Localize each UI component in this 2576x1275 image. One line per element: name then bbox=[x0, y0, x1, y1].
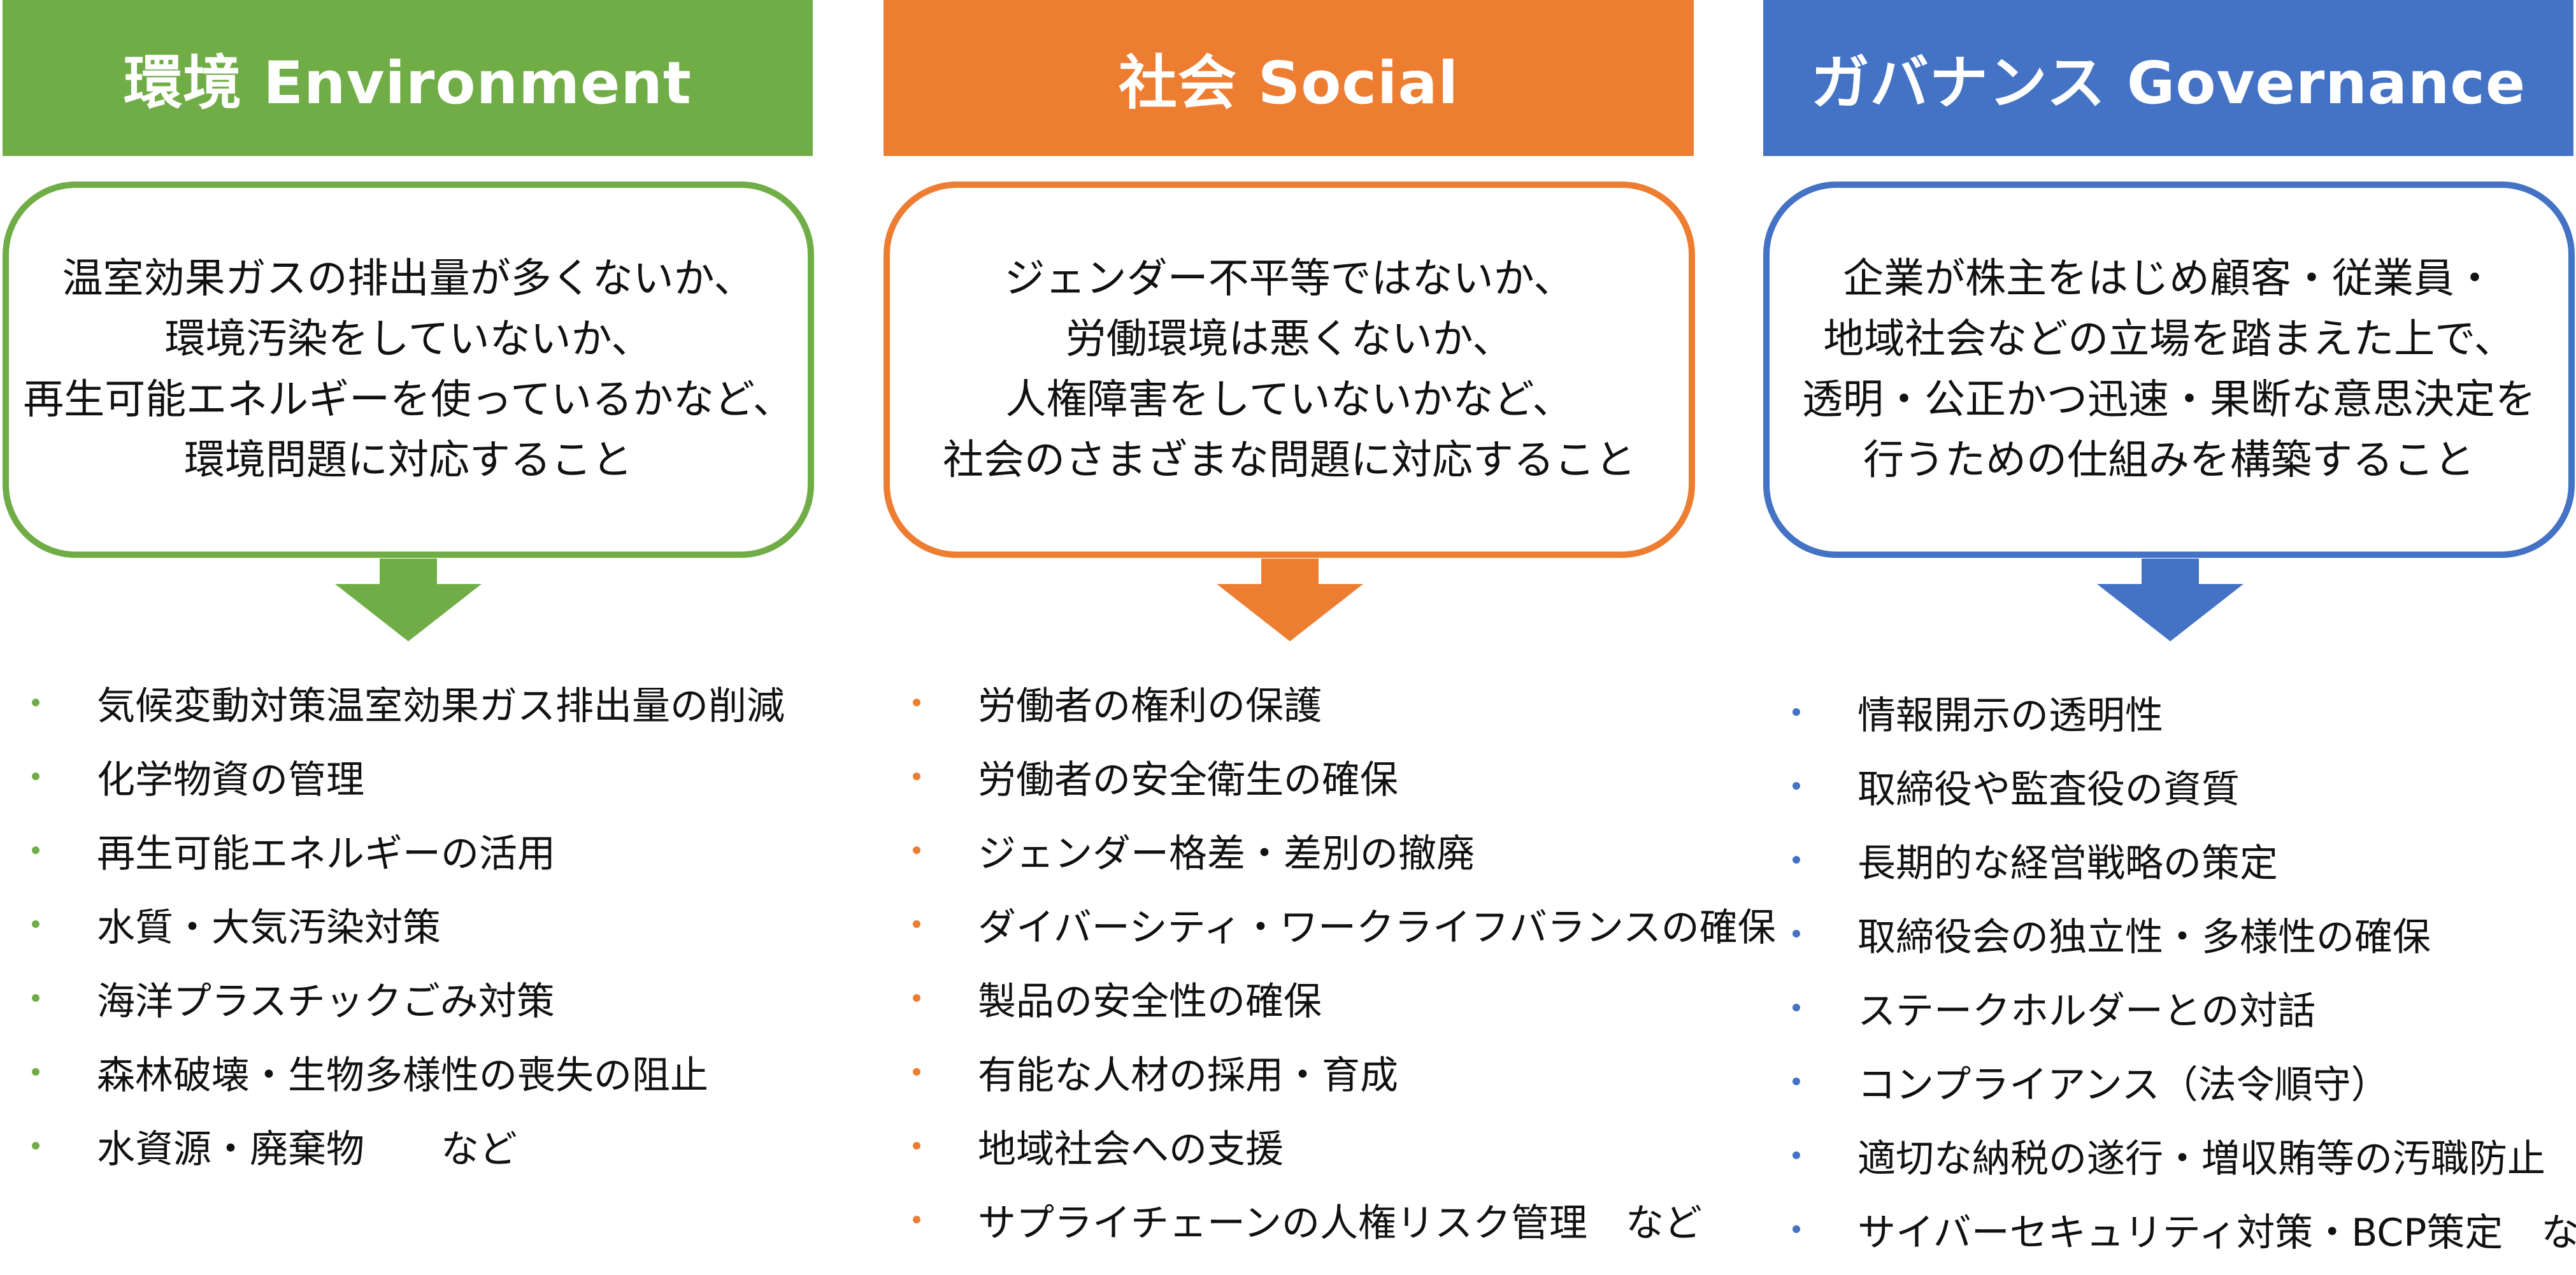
bullet-icon bbox=[1792, 1078, 1800, 1085]
box-line: 労働環境は悪くないか、 bbox=[1065, 315, 1513, 363]
list-item: 取締役や監査役の資質 bbox=[1792, 749, 2576, 823]
box-line: 環境問題に対応すること bbox=[184, 436, 633, 484]
list-item: 水資源・廃棄物 など bbox=[32, 1109, 785, 1183]
environment-header: 環境 Environment bbox=[3, 0, 813, 156]
list-item: 有能な人材の採用・育成 bbox=[913, 1035, 1776, 1109]
list-item: 気候変動対策温室効果ガス排出量の削減 bbox=[32, 666, 785, 739]
list-item: 長期的な経営戦略の策定 bbox=[1792, 823, 2576, 897]
box-line: 人権障害をしていないかなど、 bbox=[1005, 376, 1573, 424]
bullet-icon bbox=[913, 1068, 920, 1076]
arrow-shape bbox=[2097, 559, 2243, 641]
environment-item-list: 気候変動対策温室効果ガス排出量の削減 化学物資の管理 再生可能エネルギーの活用 … bbox=[32, 666, 785, 1183]
list-item-text: 再生可能エネルギーの活用 bbox=[97, 831, 555, 876]
list-item: 化学物資の管理 bbox=[32, 739, 785, 813]
list-item: 森林破壊・生物多様性の喪失の阻止 bbox=[32, 1035, 785, 1109]
list-item: ステークホルダーとの対話 bbox=[1792, 971, 2576, 1044]
list-item: ダイバーシティ・ワークライフバランスの確保 bbox=[913, 887, 1776, 961]
bullet-icon bbox=[32, 699, 39, 706]
box-line: 企業が株主をはじめ顧客・従業員・ bbox=[1843, 255, 2495, 303]
social-column: 社会 Social ジェンダー不平等ではないか、 労働環境は悪くないか、 人権障… bbox=[881, 0, 1776, 1275]
bullet-icon bbox=[913, 846, 920, 854]
bullet-icon bbox=[1792, 856, 1800, 864]
list-item-text: 製品の安全性の確保 bbox=[978, 979, 1322, 1024]
bullet-icon bbox=[32, 846, 39, 854]
list-item-text: ステークホルダーとの対話 bbox=[1857, 988, 2316, 1034]
list-item-text: 水資源・廃棄物 など bbox=[97, 1127, 517, 1172]
bullet-icon bbox=[1792, 1004, 1800, 1011]
list-item: 労働者の安全衛生の確保 bbox=[913, 739, 1776, 813]
down-arrow-icon bbox=[335, 559, 482, 641]
bullet-icon bbox=[913, 1216, 920, 1223]
box-line: 地域社会などの立場を踏まえた上で、 bbox=[1823, 315, 2515, 363]
bullet-icon bbox=[32, 1068, 39, 1076]
list-item-text: 海洋プラスチックごみ対策 bbox=[97, 979, 555, 1024]
bullet-icon bbox=[913, 994, 920, 1002]
down-arrow-icon bbox=[1217, 559, 1363, 641]
list-item: 情報開示の透明性 bbox=[1792, 675, 2576, 749]
list-item-text: 気候変動対策温室効果ガス排出量の削減 bbox=[97, 683, 785, 729]
bullet-icon bbox=[913, 920, 920, 928]
list-item: サイバーセキュリティ対策・BCP策定 など bbox=[1792, 1192, 2576, 1266]
list-item: 海洋プラスチックごみ対策 bbox=[32, 961, 785, 1035]
arrow-shape bbox=[335, 559, 482, 641]
down-arrow-icon bbox=[2097, 559, 2243, 641]
box-line: 透明・公正かつ迅速・果断な意思決定を bbox=[1802, 376, 2536, 424]
social-header: 社会 Social bbox=[884, 0, 1694, 156]
bullet-icon bbox=[1792, 708, 1800, 716]
social-item-list: 労働者の権利の保護 労働者の安全衛生の確保 ジェンダー格差・差別の撤廃 ダイバー… bbox=[913, 666, 1776, 1257]
bullet-icon bbox=[1792, 930, 1800, 937]
governance-column: ガバナンス Governance 企業が株主をはじめ顧客・従業員・ 地域社会など… bbox=[1761, 0, 2576, 1275]
list-item: 再生可能エネルギーの活用 bbox=[32, 813, 785, 887]
bullet-icon bbox=[1792, 1151, 1800, 1159]
list-item-text: 森林破壊・生物多様性の喪失の阻止 bbox=[97, 1053, 708, 1098]
list-item-text: 適切な納税の遂行・増収賄等の汚職防止 bbox=[1857, 1136, 2545, 1181]
list-item-text: 長期的な経営戦略の策定 bbox=[1857, 841, 2278, 886]
bullet-icon bbox=[913, 1142, 920, 1150]
governance-description-box: 企業が株主をはじめ顧客・従業員・ 地域社会などの立場を踏まえた上で、 透明・公正… bbox=[1763, 182, 2575, 558]
list-item: コンプライアンス（法令順守） bbox=[1792, 1044, 2576, 1118]
box-line: 環境汚染をしていないか、 bbox=[164, 315, 652, 363]
social-description-box: ジェンダー不平等ではないか、 労働環境は悪くないか、 人権障害をしていないかなど… bbox=[884, 182, 1695, 558]
governance-header: ガバナンス Governance bbox=[1763, 0, 2573, 156]
list-item-text: 労働者の権利の保護 bbox=[978, 683, 1322, 729]
box-line: 社会のさまざまな問題に対応すること bbox=[943, 436, 1636, 484]
list-item-text: コンプライアンス（法令順守） bbox=[1857, 1062, 2389, 1108]
list-item: 水質・大気汚染対策 bbox=[32, 887, 785, 961]
list-item-text: 化学物資の管理 bbox=[97, 757, 364, 802]
box-line: 温室効果ガスの排出量が多くないか、 bbox=[62, 255, 755, 303]
arrow-shape bbox=[1217, 559, 1363, 641]
box-line: 行うための仕組みを構築すること bbox=[1863, 436, 2475, 484]
list-item-text: サイバーセキュリティ対策・BCP策定 など bbox=[1857, 1210, 2576, 1255]
list-item: サプライチェーンの人権リスク管理 など bbox=[913, 1183, 1776, 1257]
list-item-text: 水質・大気汚染対策 bbox=[97, 905, 441, 950]
list-item: ジェンダー格差・差別の撤廃 bbox=[913, 813, 1776, 887]
environment-column: 環境 Environment 温室効果ガスの排出量が多くないか、 環境汚染をして… bbox=[0, 0, 817, 1275]
bullet-icon bbox=[32, 1142, 39, 1150]
box-line: 再生可能エネルギーを使っているかなど、 bbox=[23, 376, 794, 424]
bullet-icon bbox=[1792, 1225, 1800, 1233]
bullet-icon bbox=[32, 773, 39, 780]
bullet-icon bbox=[913, 773, 920, 780]
bullet-icon bbox=[913, 699, 920, 706]
environment-description-box: 温室効果ガスの排出量が多くないか、 環境汚染をしていないか、 再生可能エネルギー… bbox=[3, 182, 814, 558]
list-item-text: 労働者の安全衛生の確保 bbox=[978, 757, 1398, 802]
list-item-text: 情報開示の透明性 bbox=[1857, 693, 2163, 738]
list-item: 取締役会の独立性・多様性の確保 bbox=[1792, 897, 2576, 971]
list-item: 地域社会への支援 bbox=[913, 1109, 1776, 1183]
governance-item-list: 情報開示の透明性 取締役や監査役の資質 長期的な経営戦略の策定 取締役会の独立性… bbox=[1792, 675, 2576, 1266]
list-item-text: 取締役や監査役の資質 bbox=[1857, 767, 2240, 812]
box-line: ジェンダー不平等ではないか、 bbox=[1004, 255, 1575, 303]
list-item: 労働者の権利の保護 bbox=[913, 666, 1776, 739]
bullet-icon bbox=[1792, 782, 1800, 790]
list-item-text: サプライチェーンの人権リスク管理 など bbox=[978, 1200, 1702, 1246]
bullet-icon bbox=[32, 920, 39, 928]
list-item: 製品の安全性の確保 bbox=[913, 961, 1776, 1035]
bullet-icon bbox=[32, 994, 39, 1002]
list-item-text: 地域社会への支援 bbox=[978, 1127, 1284, 1172]
list-item-text: 取締役会の独立性・多様性の確保 bbox=[1857, 915, 2431, 960]
list-item-text: 有能な人材の採用・育成 bbox=[978, 1053, 1398, 1098]
list-item-text: ジェンダー格差・差別の撤廃 bbox=[978, 831, 1475, 876]
list-item: 適切な納税の遂行・増収賄等の汚職防止 bbox=[1792, 1118, 2576, 1192]
list-item-text: ダイバーシティ・ワークライフバランスの確保 bbox=[978, 905, 1776, 950]
